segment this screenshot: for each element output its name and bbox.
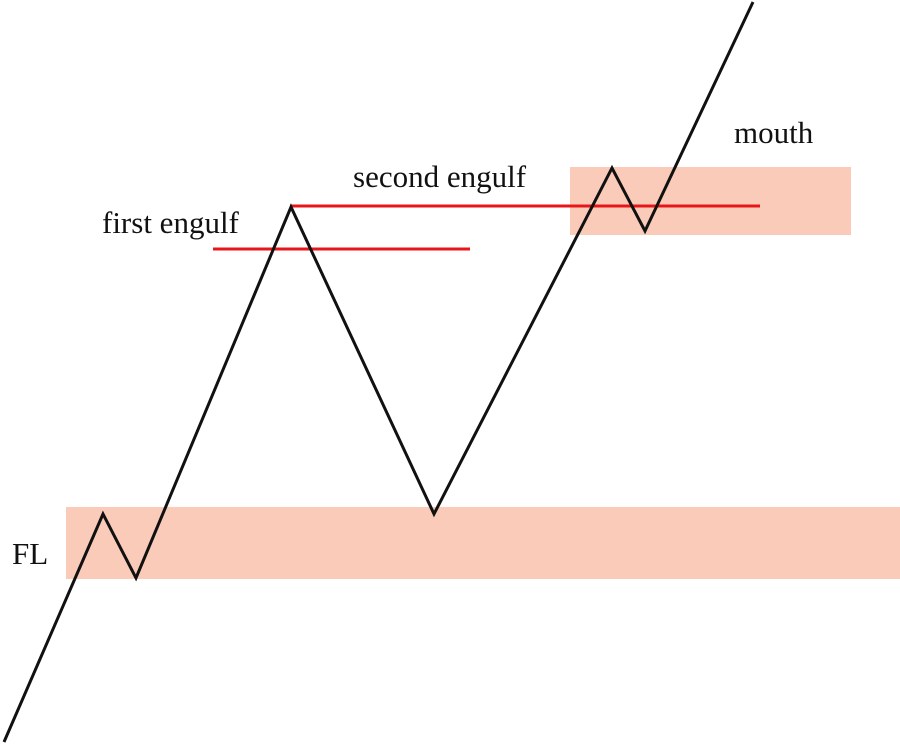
price-path-line <box>2 1 755 743</box>
mouth-label: mouth <box>734 115 814 150</box>
fl-zone <box>66 507 900 579</box>
first-engulf-label: first engulf <box>102 205 239 240</box>
fl-label: FL <box>12 536 49 571</box>
mouth-zone <box>570 167 851 235</box>
second-engulf-label: second engulf <box>353 159 527 194</box>
